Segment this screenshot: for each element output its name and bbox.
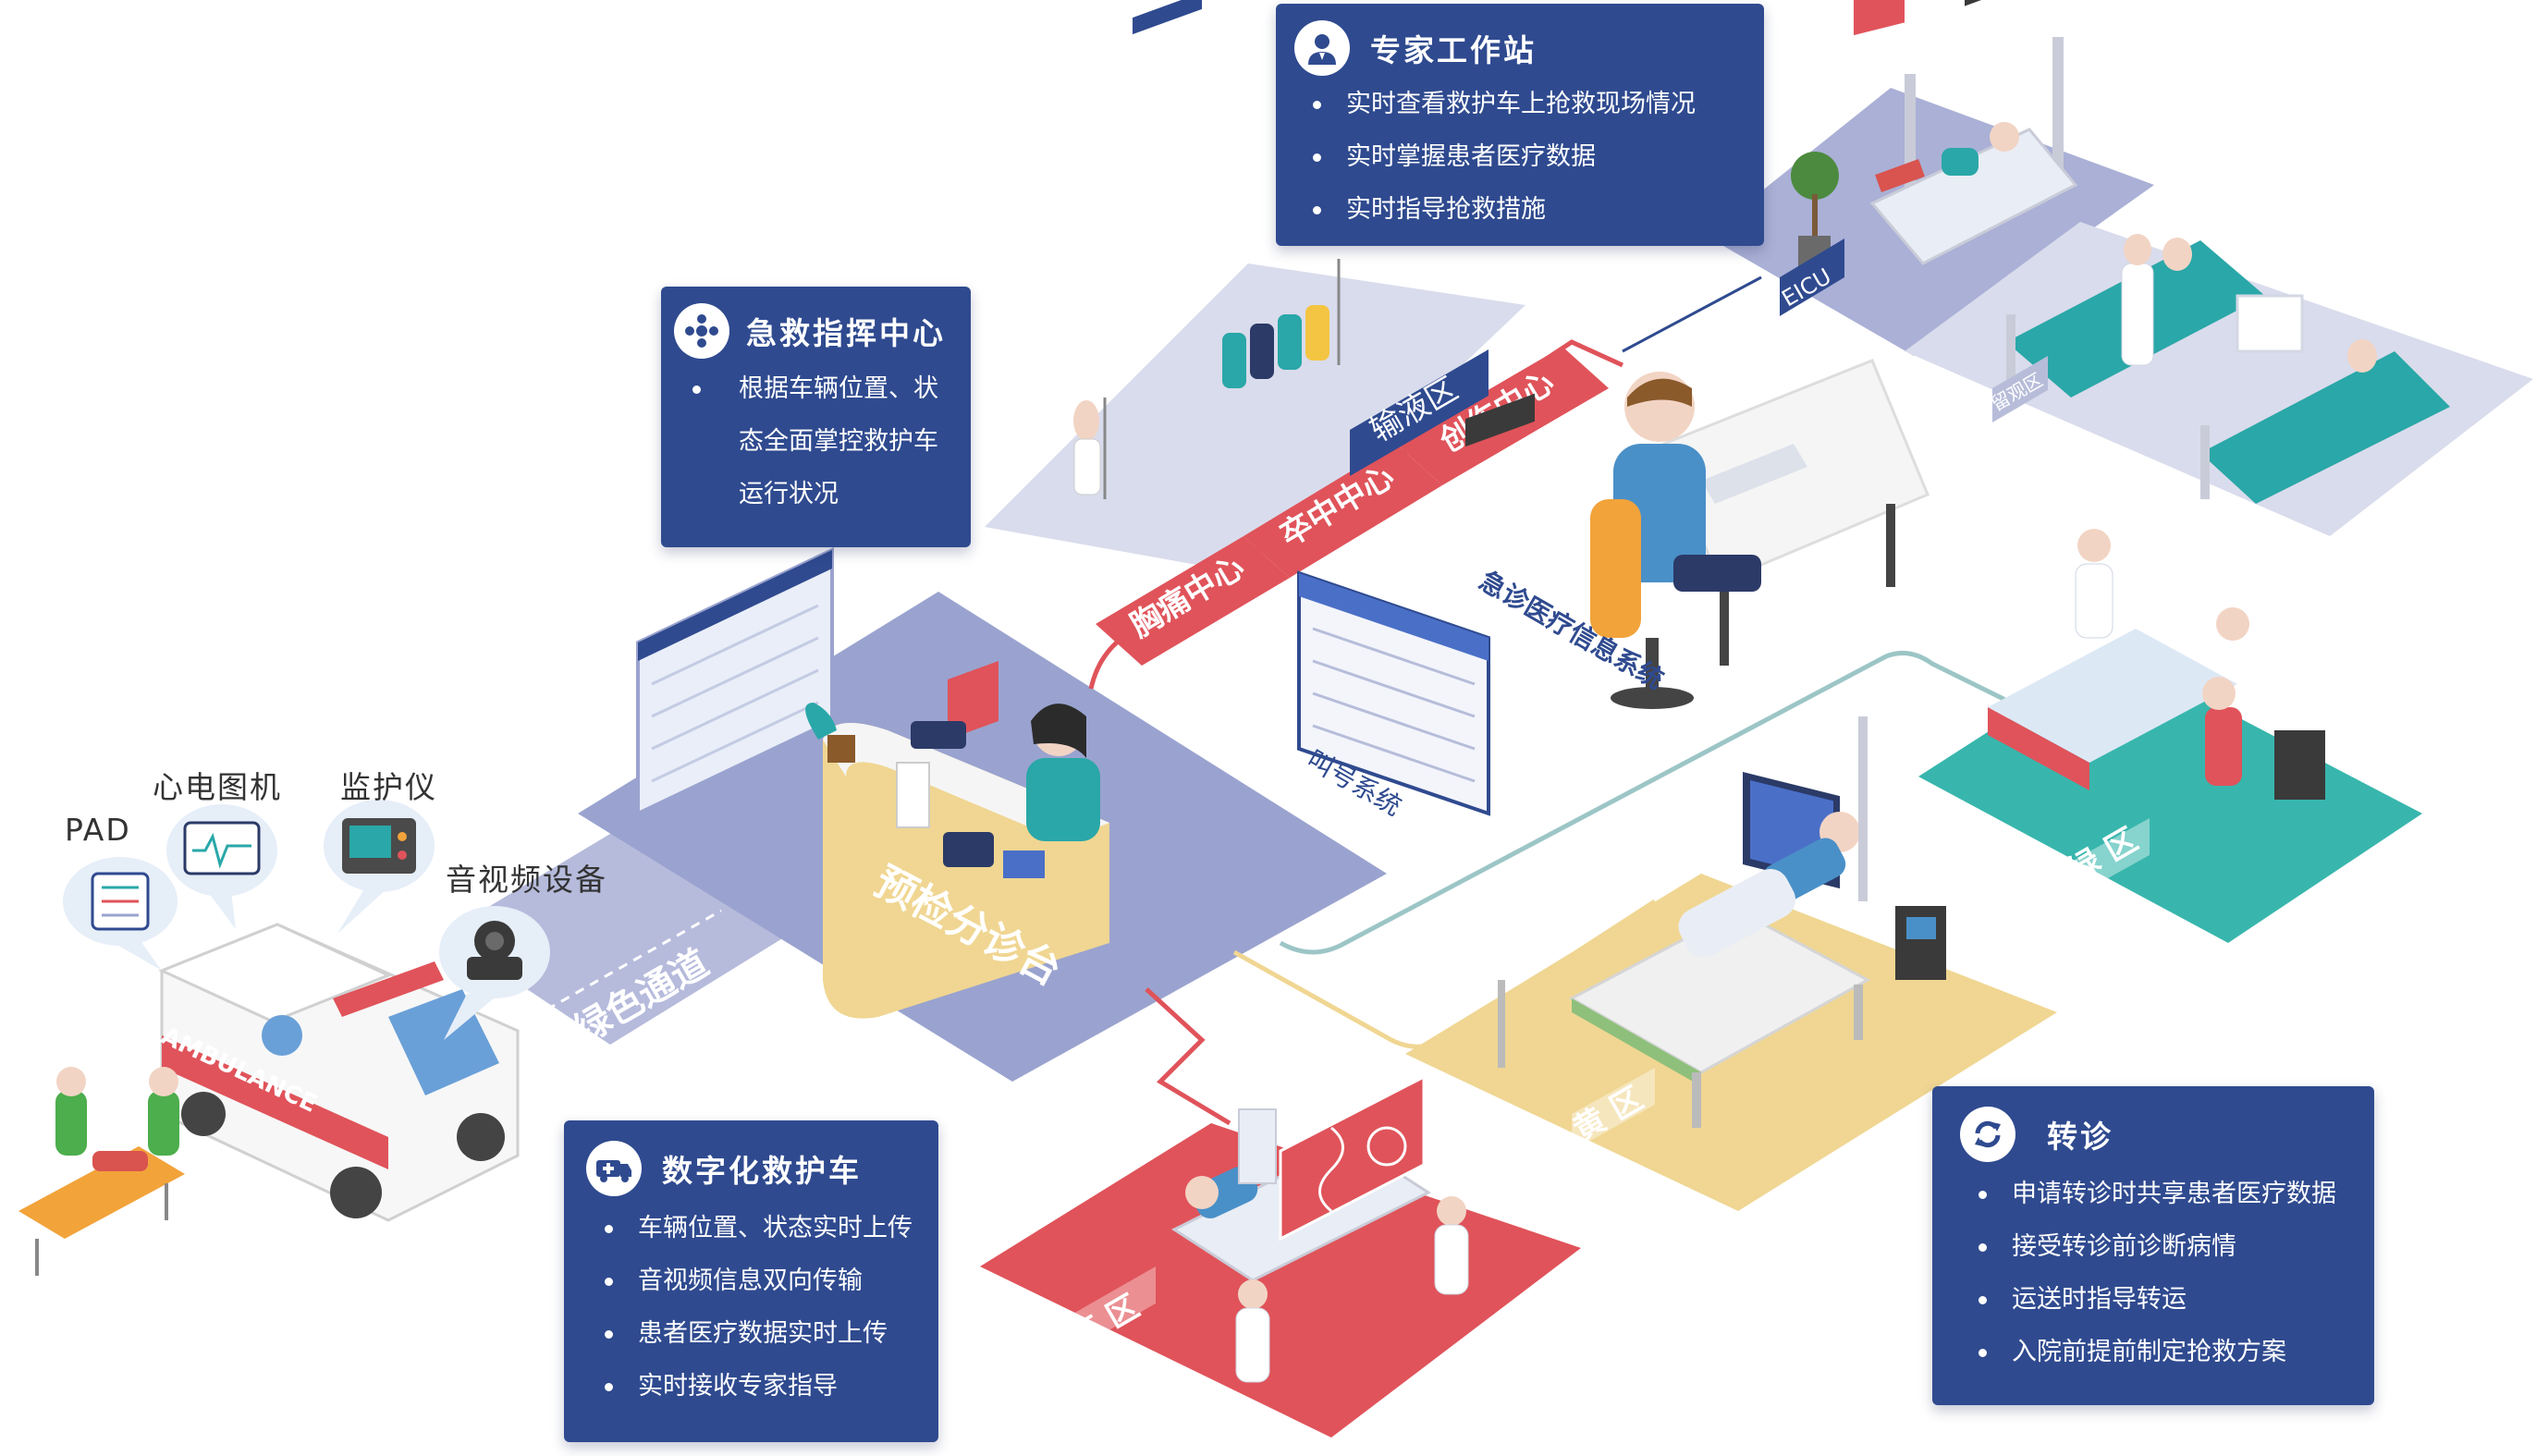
digital-ambulance-card: 数字化救护车 车辆位置、状态实时上传 音视频信息双向传输 患者医疗数据实时上传 … [564,1120,938,1442]
list-item: 实时查看救护车上抢救现场情况 [1294,78,1747,130]
pad-label: PAD [65,812,131,848]
referral-list: 申请转诊时共享患者医疗数据 接受转诊前诊断病情 运送时指导转运 入院前提前制定抢… [1960,1168,2361,1378]
command-center-card: 急救指挥中心 根据车辆位置、状态全面掌控救护车运行状况 [661,287,971,547]
paramedics-stretcher [18,1067,185,1276]
expert-workstation-title: 专家工作站 [1370,32,1537,68]
expert-workstation-card: 专家工作站 实时查看救护车上抢救现场情况 实时掌握患者医疗数据 实时指导抢救措施 [1276,4,1764,246]
green-zone: 绿 区 [1965,0,2325,901]
monitor-device [324,800,435,934]
referral-header: 转诊 [1960,1107,2361,1162]
referral-title: 转诊 [2047,1119,2113,1155]
ambulance-icon [586,1141,642,1196]
red-zone: 红 区 [1059,1074,1469,1383]
ambulance: AMBULANCE [156,923,520,1222]
list-item: 车辆位置、状态实时上传 [586,1202,925,1254]
blue-connector [1622,275,1762,353]
teal-connector [1279,650,2013,955]
list-item: 音视频信息双向传输 [586,1254,925,1307]
list-item: 实时接收专家指导 [586,1360,925,1413]
digital-ambulance-list: 车辆位置、状态实时上传 音视频信息双向传输 患者医疗数据实时上传 实时接收专家指… [586,1202,925,1413]
list-item: 接受转诊前诊断病情 [1960,1220,2361,1273]
red-zone-platform [980,1123,1581,1438]
list-item: 患者医疗数据实时上传 [586,1307,925,1360]
center-banner-chest-pain [1096,536,1290,666]
av-device-label: 音视频设备 [446,862,607,898]
command-center-header: 急救指挥中心 [674,303,956,359]
digital-ambulance-title: 数字化救护车 [662,1153,862,1189]
list-item: 入院前提前制定抢救方案 [1960,1326,2361,1378]
yellow-connector [1232,899,1657,1049]
list-item: 申请转诊时共享患者医疗数据 [1960,1168,2361,1220]
expert-workstation-list: 实时查看救护车上抢救现场情况 实时掌握患者医疗数据 实时指导抢救措施 [1294,78,1747,236]
triage-desk: 预检分诊台 [805,661,1109,1019]
av-device [439,906,550,1040]
call-system-panel [1297,570,1490,816]
list-item: 实时指导抢救措施 [1294,183,1747,236]
command-center-list: 根据车辆位置、状态全面掌控救护车运行状况 [674,362,956,520]
command-desk [1590,0,1930,889]
pad-device [63,857,178,971]
ecg-device [166,804,277,929]
command-center-title: 急救指挥中心 [746,315,946,351]
big-screen [636,546,834,817]
list-item: 运送时指导转运 [1960,1273,2361,1326]
doctor-icon [1294,20,1350,76]
observation-area: 留观区 [1988,234,2450,504]
observation-platform [1905,222,2533,536]
green-channel-dash [517,909,722,1028]
infusion-area: 输液区 [1073,0,1489,499]
referral-card: 转诊 申请转诊时共享患者医疗数据 接受转诊前诊断病情 运送时指导转运 入院前提前… [1932,1086,2374,1405]
center-banner-stroke [1243,444,1442,578]
refresh-icon [1960,1107,2015,1162]
infusion-platform [985,263,1525,573]
digital-ambulance-header: 数字化救护车 [586,1141,925,1196]
red-connector [1145,987,1231,1126]
monitor-label: 监护仪 [340,769,437,805]
command-icon [674,303,729,359]
expert-workstation-header: 专家工作站 [1294,20,1747,76]
ecg-label: 心电图机 [153,769,282,805]
list-item: 根据车辆位置、状态全面掌控救护车运行状况 [674,362,956,520]
list-item: 实时掌握患者医疗数据 [1294,130,1747,183]
